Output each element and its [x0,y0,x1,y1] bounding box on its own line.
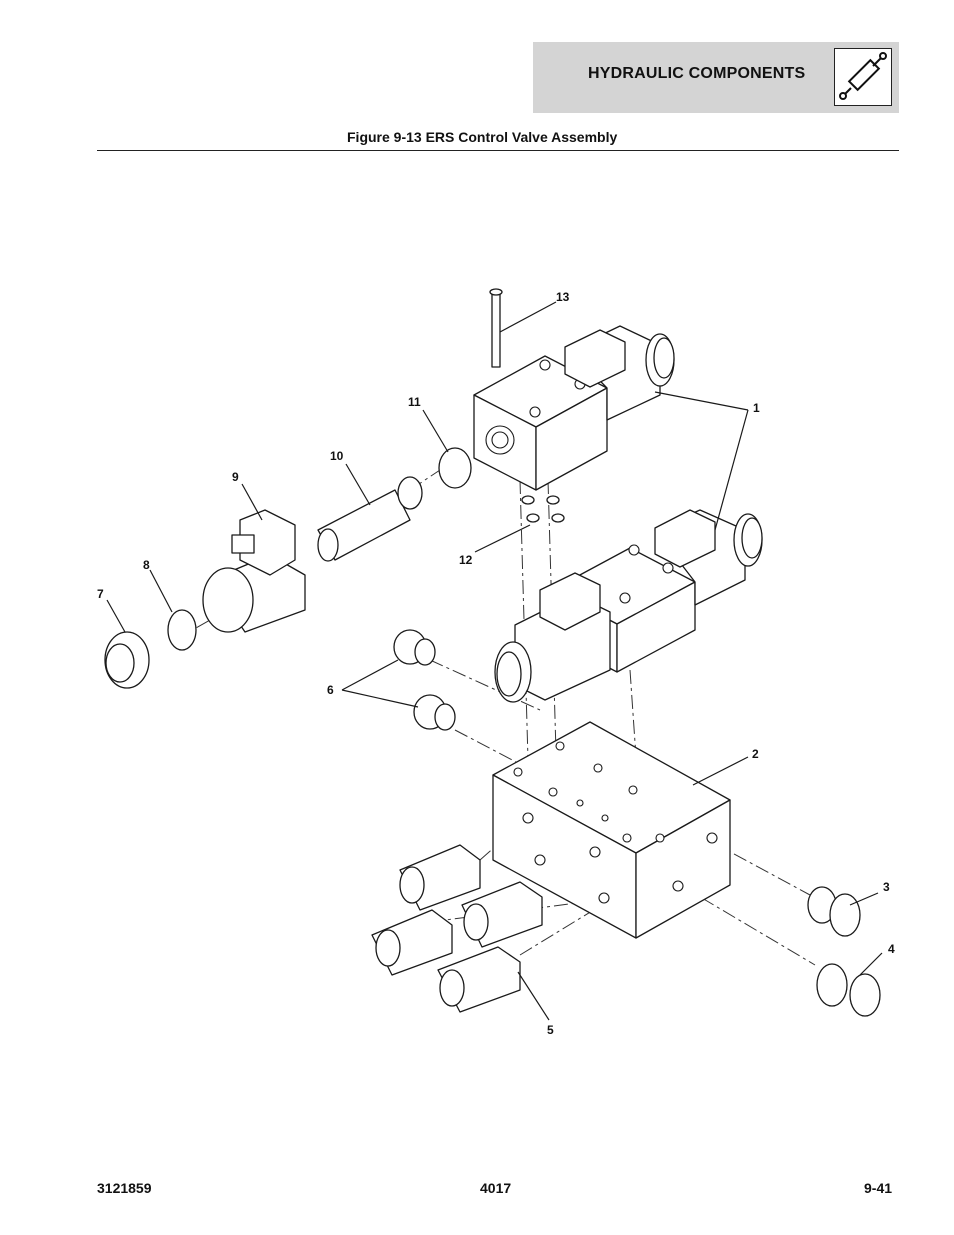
callout-12: 12 [459,553,473,567]
footer-page-number: 9-41 [864,1180,893,1196]
hydraulic-cylinder-icon [834,48,892,106]
callout-5: 5 [547,1023,554,1037]
callout-7: 7 [97,587,104,601]
upper-valve-body [473,325,675,491]
callout-4: 4 [888,942,895,956]
coil-nut [104,631,150,689]
callout-13: 13 [556,290,570,304]
coil-o-ring [167,609,197,651]
tube-fittings [371,844,543,1013]
callout-8: 8 [143,558,150,572]
callout-6: 6 [327,683,334,697]
section-title: HYDRAULIC COMPONENTS [588,65,806,82]
callout-1: 1 [753,401,760,415]
elbow-fitting-3 [807,886,861,937]
callout-3: 3 [883,880,890,894]
title-rule [97,150,899,151]
solenoid-coil [202,509,306,633]
manifold-block [492,721,731,939]
footer-doc-number: 3121859 [97,1180,152,1196]
callout-11: 11 [408,395,421,409]
callout-10: 10 [330,449,344,463]
elbow-fitting-4 [816,963,881,1017]
spool-tube-assembly [317,476,423,562]
port-plugs [393,629,456,731]
figure-title: Figure 9-13 ERS Control Valve Assembly [347,129,618,145]
callout-9: 9 [232,470,239,484]
callout-2: 2 [752,747,759,761]
lower-valve-body [494,509,763,703]
callout-leaders [106,301,883,1021]
callout-numbers: 1 2 3 4 5 6 7 8 9 10 11 12 13 [97,290,895,1037]
footer-model: 4017 [480,1180,512,1196]
valve-stack-seals [438,288,565,523]
